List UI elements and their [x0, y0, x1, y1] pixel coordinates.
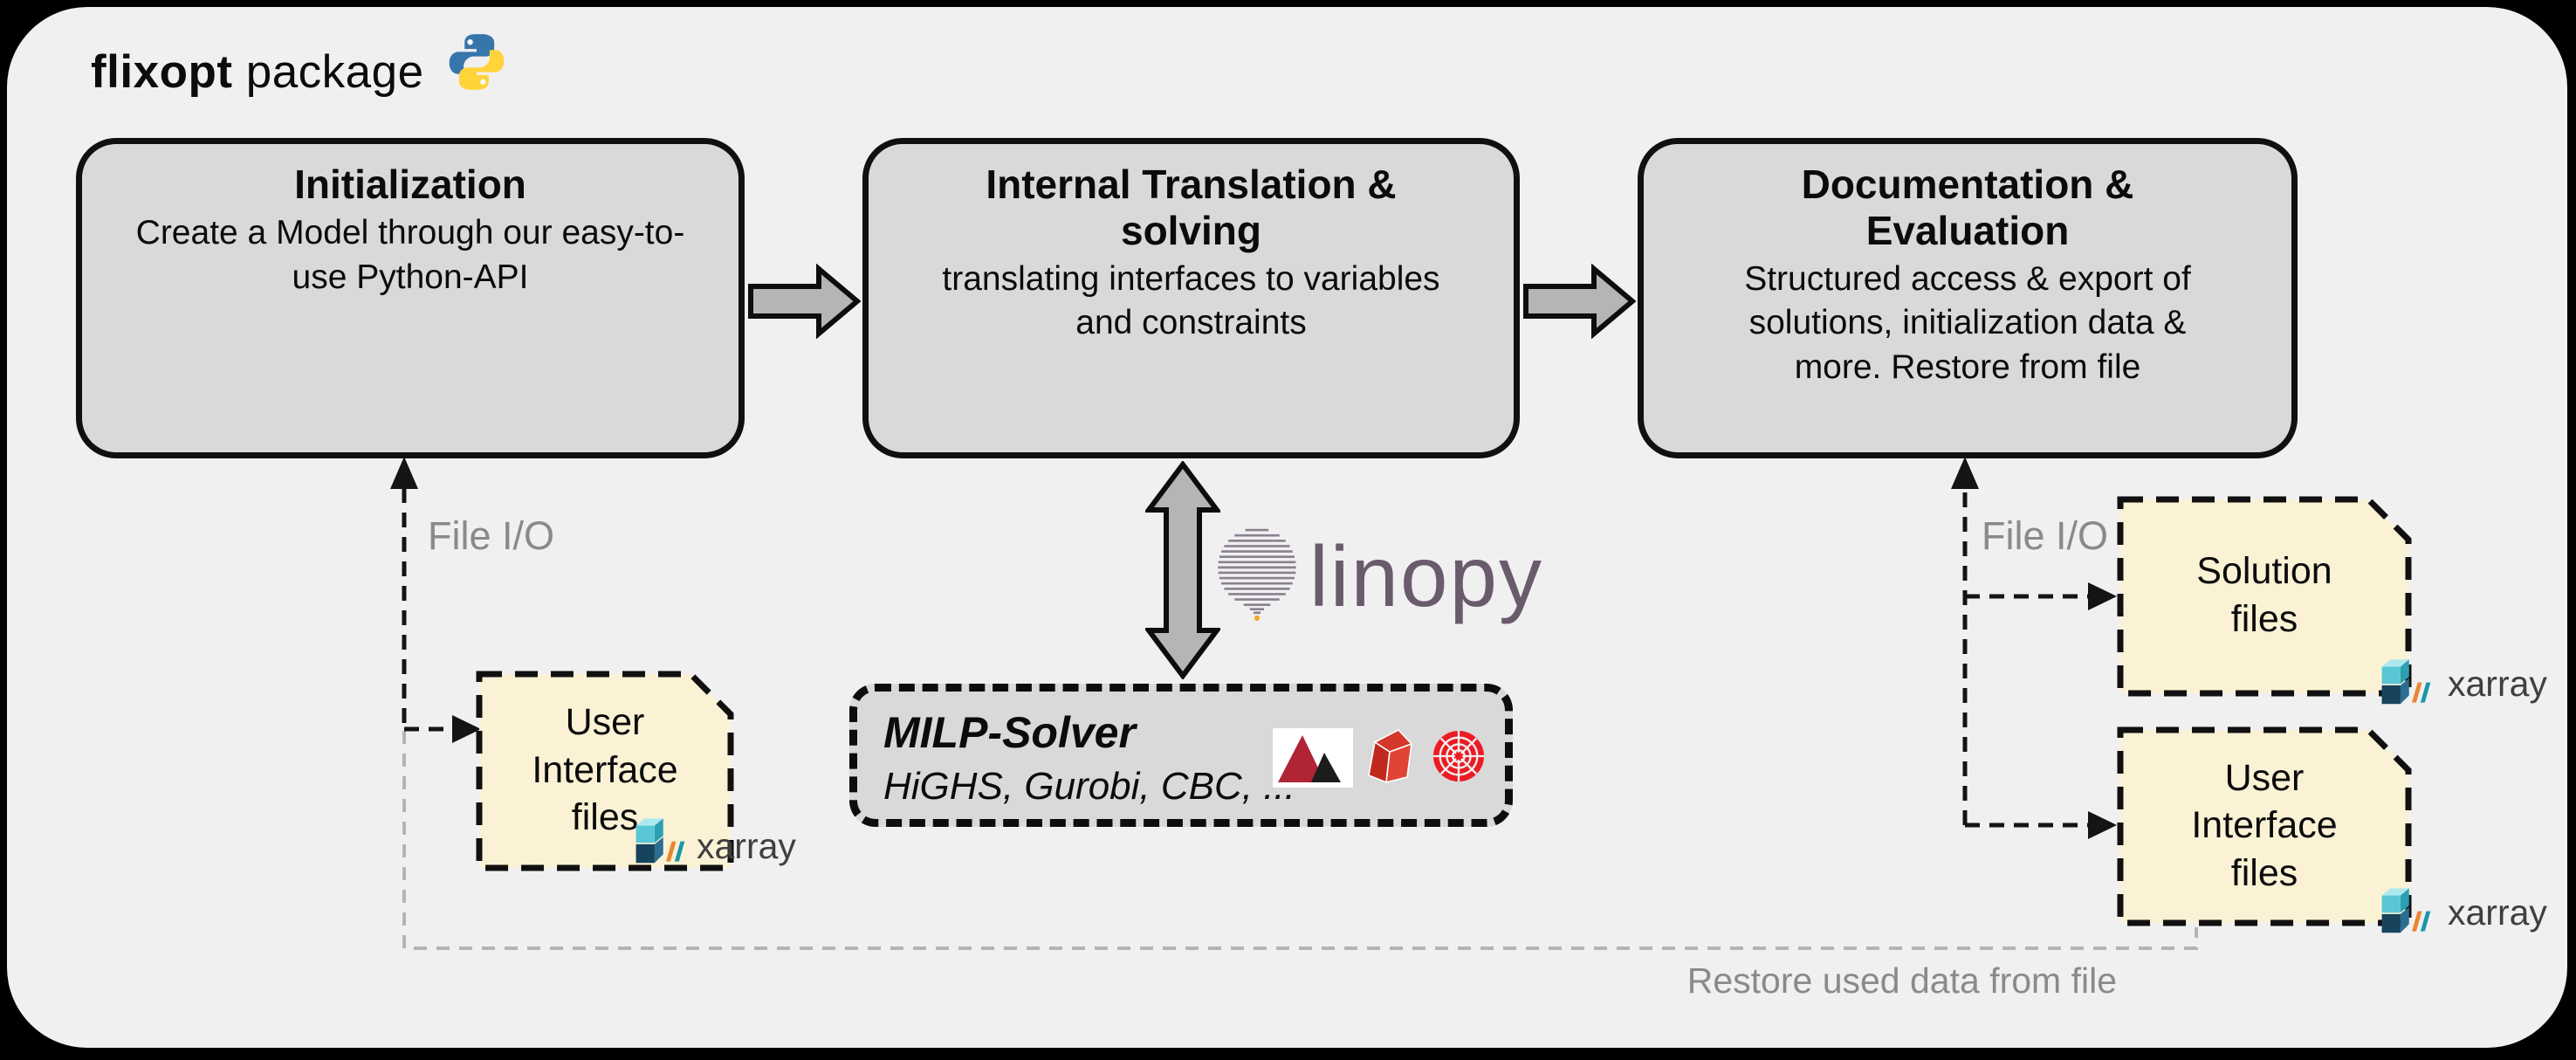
- page-title: flixopt package: [91, 45, 424, 99]
- xarray-label: xarray: [2448, 892, 2547, 933]
- flow-arrow-right-icon: [1523, 264, 1636, 339]
- file-box-line: Interface: [2191, 804, 2338, 847]
- page-title-rest: package: [245, 46, 424, 98]
- cbc-logo: [1432, 730, 1485, 782]
- solution-files-label: Solution files: [2119, 503, 2409, 688]
- process-box-title: Initialization: [294, 162, 526, 207]
- python-icon: [446, 24, 507, 100]
- linopy-label: linopy: [1309, 528, 1544, 624]
- xarray-icon: [2381, 888, 2431, 933]
- flow-arrow-right-icon: [748, 264, 861, 339]
- file-io-label-right: File I/O: [1982, 513, 2109, 558]
- process-box-initialization: Initialization Create a Model through ou…: [76, 138, 745, 458]
- user-interface-files-label: User Interface files: [478, 678, 732, 863]
- xarray-icon: [2381, 659, 2431, 705]
- file-box-line: User: [565, 701, 645, 744]
- solution-files-box: [2117, 496, 2412, 697]
- xarray-icon: [635, 818, 685, 864]
- file-io-label-left: File I/O: [428, 513, 555, 558]
- process-box-body: Structured access & export of solutions,…: [1744, 259, 2191, 387]
- file-box-line: Solution: [2196, 550, 2332, 593]
- process-box-documentation-evaluation: Documentation & Evaluation Structured ac…: [1638, 138, 2298, 458]
- restore-data-label: Restore used data from file: [1686, 960, 2117, 1001]
- file-box-line: files: [2230, 598, 2298, 640]
- file-box-line: files: [2230, 851, 2298, 894]
- process-box-title: Internal Translation & solving: [986, 162, 1397, 253]
- gurobi-logo: [1368, 729, 1413, 784]
- xarray-label: xarray: [2448, 664, 2547, 704]
- file-box-line: Interface: [532, 748, 678, 791]
- highs-logo: [1273, 728, 1353, 788]
- flow-arrow-updown-icon: [1145, 461, 1220, 679]
- user-interface-files-box-right: [2117, 726, 2412, 926]
- user-interface-files-box-left: [476, 671, 734, 871]
- xarray-label: xarray: [697, 826, 796, 866]
- file-box-line: files: [571, 796, 639, 839]
- page-title-bold: flixopt: [91, 46, 233, 98]
- process-box-translation-solving: Internal Translation & solving translati…: [862, 138, 1520, 458]
- linopy-icon: [1218, 528, 1296, 621]
- diagram-canvas: flixopt package Initialization Create a …: [7, 7, 2567, 1048]
- process-box-body: Create a Model through our easy-to-use P…: [135, 213, 685, 296]
- file-box-line: User: [2224, 756, 2305, 799]
- milp-solver-subtitle: HiGHS, Gurobi, CBC, ...: [883, 765, 1295, 808]
- milp-solver-title: MILP-Solver: [883, 708, 1136, 757]
- process-box-body: translating interfaces to variables and …: [942, 259, 1440, 342]
- process-box-title: Documentation & Evaluation: [1801, 162, 2134, 253]
- user-interface-files-label-right: User Interface files: [2119, 733, 2409, 918]
